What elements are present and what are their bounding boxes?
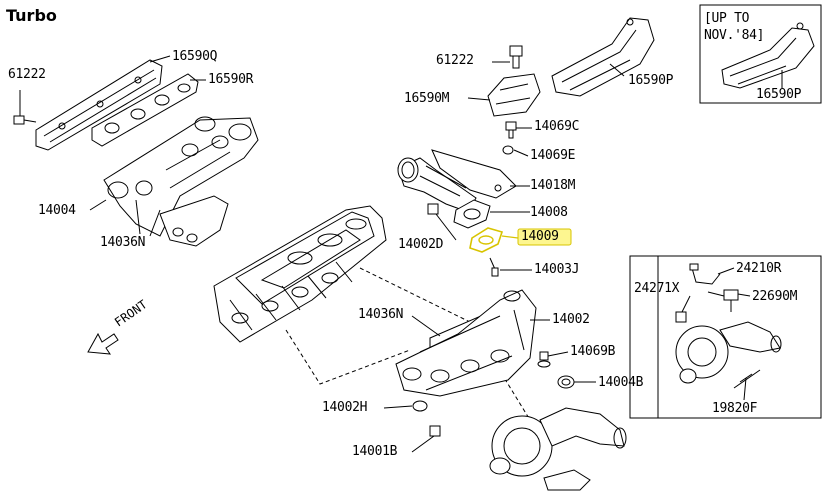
- dashed-guide-left: [285, 329, 411, 385]
- label-16590m: 16590M: [404, 91, 450, 106]
- label-14004b: 14004B: [598, 375, 644, 390]
- turbocharger-main: [489, 407, 627, 491]
- inset-frame-turbo-inner: [657, 255, 822, 419]
- label-14036n-top: 14036N: [100, 235, 146, 250]
- label-61222-mid: 61222: [436, 53, 474, 68]
- label-14002: 14002: [552, 312, 590, 327]
- label-16590p-inset: 16590P: [756, 87, 802, 102]
- gasket-14008: [453, 199, 491, 229]
- gasket-14009: [469, 227, 504, 253]
- label-14002h: 14002H: [322, 400, 368, 415]
- label-14069e: 14069E: [530, 148, 576, 163]
- hose-19820f: [733, 369, 761, 389]
- exhaust-manifold-14002: [395, 289, 537, 397]
- highlight-14009: [517, 228, 572, 246]
- label-24210r: 24210R: [736, 261, 782, 276]
- exhaust-manifold-14004: [103, 116, 259, 247]
- label-14069b: 14069B: [570, 344, 616, 359]
- bolt-14069c: [505, 121, 517, 139]
- heat-shield-16590q: [35, 59, 163, 151]
- gasket-16590r: [91, 73, 199, 147]
- heat-shield-16590p-inset: [721, 22, 815, 89]
- washer-14069e: [502, 145, 514, 155]
- sensor-22690m: [707, 289, 739, 312]
- label-24271x: 24271X: [634, 281, 680, 296]
- inset-note: [UP TO NOV.'84]: [704, 11, 765, 43]
- label-14002d: 14002D: [398, 237, 444, 252]
- leader-lines: [19, 55, 783, 453]
- nut-14002h: [412, 400, 428, 412]
- label-14004: 14004: [38, 203, 76, 218]
- label-14036n-bottom: 14036N: [358, 307, 404, 322]
- label-16590p-main: 16590P: [628, 73, 674, 88]
- clip-24271x: [675, 311, 687, 323]
- bolt-61222-mid: [509, 45, 523, 69]
- bolt-14069b: [537, 351, 551, 368]
- heat-shield-16590p-main: [551, 17, 655, 97]
- diagram-title: Turbo: [6, 6, 57, 25]
- front-arrow: [87, 332, 119, 355]
- inset-frame-top: [699, 4, 822, 104]
- heat-shield-16590m: [487, 73, 541, 117]
- bolt-61222-left: [13, 115, 37, 125]
- sensor-24210r: [689, 263, 721, 285]
- label-19820f: 19820F: [712, 401, 758, 416]
- label-14018m: 14018M: [530, 178, 576, 193]
- label-61222-left: 61222: [8, 67, 46, 82]
- exhaust-tube-14018m: [397, 149, 517, 213]
- label-14003j: 14003J: [534, 262, 580, 277]
- label-22690m: 22690M: [752, 289, 798, 304]
- label-14069c: 14069C: [534, 119, 580, 134]
- nut-14002d: [427, 203, 439, 215]
- label-14008: 14008: [530, 205, 568, 220]
- label-14009: 14009: [521, 229, 559, 244]
- stud-14003j: [489, 257, 499, 277]
- label-16590q: 16590Q: [172, 49, 218, 64]
- gasket-14004b: [557, 375, 575, 389]
- cylinder-head: [213, 205, 387, 343]
- label-14001b: 14001B: [352, 444, 398, 459]
- turbocharger-inset: [675, 321, 782, 384]
- nut-14001b: [429, 425, 441, 437]
- label-16590r: 16590R: [208, 72, 254, 87]
